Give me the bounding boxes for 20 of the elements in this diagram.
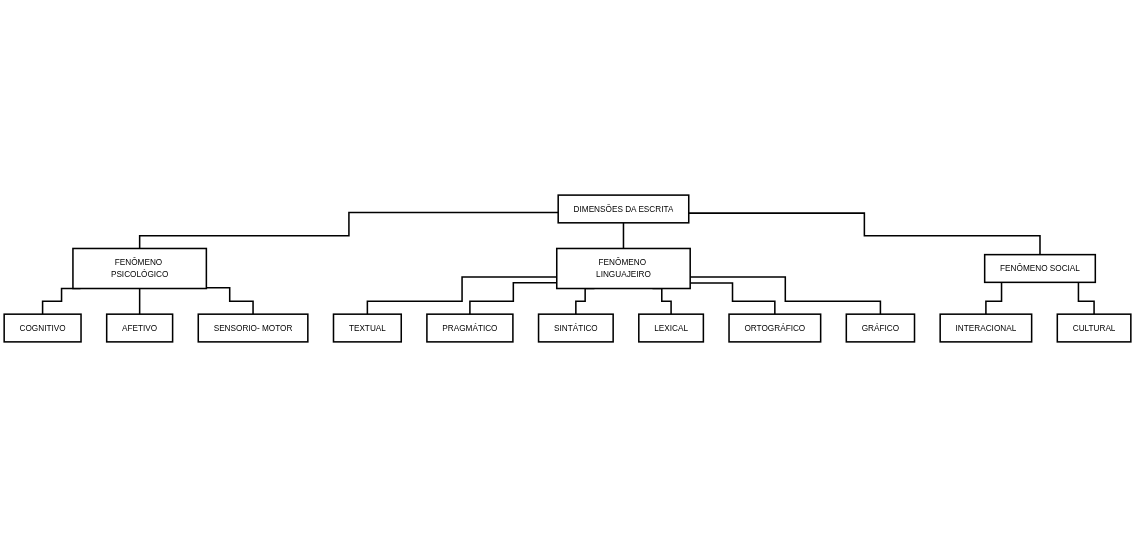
node-box: CULTURAL <box>1056 312 1132 343</box>
node-box: FENÔMENO LINGUAJEIRO <box>556 247 691 289</box>
connector <box>138 287 141 315</box>
node-box: COGNITIVO <box>3 312 82 343</box>
node-box: LEXICAL <box>638 312 705 343</box>
node-box: AFETIVO <box>105 312 174 343</box>
node-box: ORTOGRÁFICO <box>728 312 822 343</box>
node-box: SINTÁTICO <box>537 312 614 343</box>
node-box: FENÔMENO PSICOLÓGICO <box>72 247 208 289</box>
connector <box>622 221 625 249</box>
node-box: TEXTUAL <box>332 312 402 343</box>
node-box: PRAGMÁTICO <box>426 312 514 343</box>
node-box: INTERACIONAL <box>939 312 1033 343</box>
connector <box>138 211 559 249</box>
connector <box>688 211 1041 255</box>
node-box: GRÁFICO <box>845 312 916 343</box>
node-box: SENSORIO- MOTOR <box>197 312 309 343</box>
node-box: DIMENSÕES DA ESCRITA <box>557 193 690 224</box>
connector <box>205 286 254 315</box>
node-box: FENÔMENO SOCIAL <box>983 253 1097 283</box>
